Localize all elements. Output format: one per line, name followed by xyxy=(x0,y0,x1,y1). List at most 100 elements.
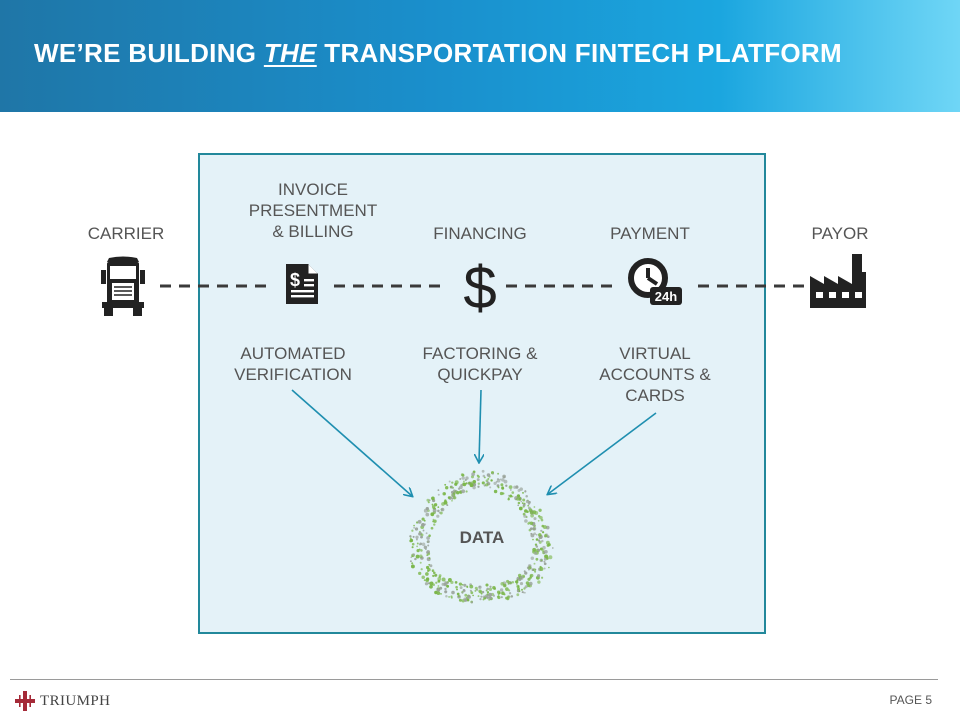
data-ring-dot xyxy=(499,588,504,592)
data-ring-dot xyxy=(537,548,541,552)
data-ring-dot xyxy=(489,486,492,489)
data-ring-dot xyxy=(479,597,482,601)
data-ring-dot xyxy=(437,489,440,492)
data-ring-dot xyxy=(505,596,509,600)
data-ring-dot xyxy=(451,481,454,484)
data-ring-dot xyxy=(424,523,427,526)
data-ring-dot xyxy=(551,547,554,549)
data-ring-dot xyxy=(538,533,542,537)
data-ring-dot xyxy=(533,551,538,556)
data-ring-dot xyxy=(488,592,493,597)
data-ring-dot xyxy=(456,491,460,495)
arrow-verification-data xyxy=(291,389,412,496)
data-ring-dot xyxy=(451,499,453,502)
data-ring-dot xyxy=(522,591,525,594)
data-ring-dot xyxy=(535,545,539,548)
data-ring-dot xyxy=(520,588,524,591)
data-ring-dot xyxy=(517,501,521,505)
data-ring-dot xyxy=(420,568,423,571)
data-ring-dot xyxy=(499,491,504,496)
data-ring-dot xyxy=(497,472,500,475)
data-ring-dot xyxy=(454,581,458,584)
data-ring-dot xyxy=(437,493,440,496)
data-ring-dot xyxy=(478,589,482,593)
data-ring-dot xyxy=(427,501,430,504)
data-ring-dot xyxy=(411,542,415,546)
data-ring-dot xyxy=(537,580,541,584)
data-ring-dot xyxy=(440,593,442,595)
data-ring-dot xyxy=(500,596,503,599)
data-ring-dot xyxy=(446,581,449,585)
data-ring-dot xyxy=(444,590,448,594)
data-ring-dot xyxy=(412,553,416,556)
data-ring-dot xyxy=(471,601,473,604)
page-number: PAGE 5 xyxy=(889,693,932,707)
data-ring-dot xyxy=(444,483,447,486)
data-ring-dot xyxy=(540,559,543,562)
data-ring-dot xyxy=(534,570,537,573)
data-ring-dot xyxy=(469,589,472,592)
data-ring-dot xyxy=(524,585,528,589)
data-ring-dot xyxy=(524,509,528,513)
data-ring-dot xyxy=(501,478,505,482)
data-ring-dot xyxy=(409,539,413,543)
truck-icon xyxy=(101,256,145,316)
data-ring-dot xyxy=(542,531,545,534)
data-ring-dot xyxy=(419,554,423,558)
footer-divider xyxy=(10,679,938,680)
data-ring-dot xyxy=(421,517,425,521)
data-ring-dot xyxy=(421,542,426,547)
data-ring-dot xyxy=(541,524,545,528)
data-ring-dot xyxy=(532,526,537,531)
data-ring-dot xyxy=(522,505,525,508)
data-ring-dot xyxy=(428,563,431,566)
data-ring-dot xyxy=(425,578,429,583)
data-ring-dot xyxy=(414,527,419,531)
data-ring-dot xyxy=(533,562,536,565)
data-ring-dot xyxy=(547,535,550,538)
data-ring-dot xyxy=(519,582,524,586)
data-ring-dot xyxy=(454,480,459,485)
data-ring-dot xyxy=(441,582,445,586)
data-ring-dot xyxy=(533,517,537,521)
data-ring-dot xyxy=(419,561,422,564)
data-ring-dot xyxy=(485,483,489,487)
data-ring-dot xyxy=(454,490,457,493)
data-ring-dot xyxy=(443,492,446,496)
data-ring-dot xyxy=(463,480,465,483)
data-ring-dot xyxy=(422,529,425,532)
data-ring-dot xyxy=(528,500,531,504)
data-ring-dot xyxy=(509,488,512,491)
factory-icon xyxy=(810,254,866,308)
data-ring-dot xyxy=(410,564,415,569)
data-ring-dot xyxy=(447,578,452,582)
data-ring-dot xyxy=(501,591,505,595)
data-ring-dot xyxy=(497,486,500,489)
data-ring-dot xyxy=(480,592,483,595)
data-ring-dot xyxy=(458,582,463,586)
data-ring-dot xyxy=(409,560,412,563)
data-ring-dot xyxy=(477,595,480,598)
data-ring-dot xyxy=(524,519,528,523)
data-ring-dot xyxy=(492,472,494,475)
data-ring-dot xyxy=(450,595,453,598)
data-ring-dot xyxy=(438,511,441,514)
data-ring-dot xyxy=(423,519,426,522)
data-ring-dot xyxy=(486,473,491,477)
data-ring-dot xyxy=(545,525,550,530)
data-ring-dot xyxy=(541,539,544,543)
data-ring-dot xyxy=(496,484,500,488)
data-ring-dot xyxy=(492,586,496,590)
svg-text:$: $ xyxy=(463,254,496,318)
data-ring-dot xyxy=(413,527,415,529)
data-ring-dot xyxy=(470,481,474,484)
data-ring-dot xyxy=(490,479,493,482)
svg-text:24h: 24h xyxy=(655,289,677,304)
data-ring-dot xyxy=(531,513,534,516)
financing-label: FINANCING xyxy=(433,224,527,243)
data-ring-dot xyxy=(415,535,419,539)
data-ring-dot xyxy=(466,598,470,602)
data-ring-dot xyxy=(414,557,417,561)
data-ring-dot xyxy=(436,588,441,592)
